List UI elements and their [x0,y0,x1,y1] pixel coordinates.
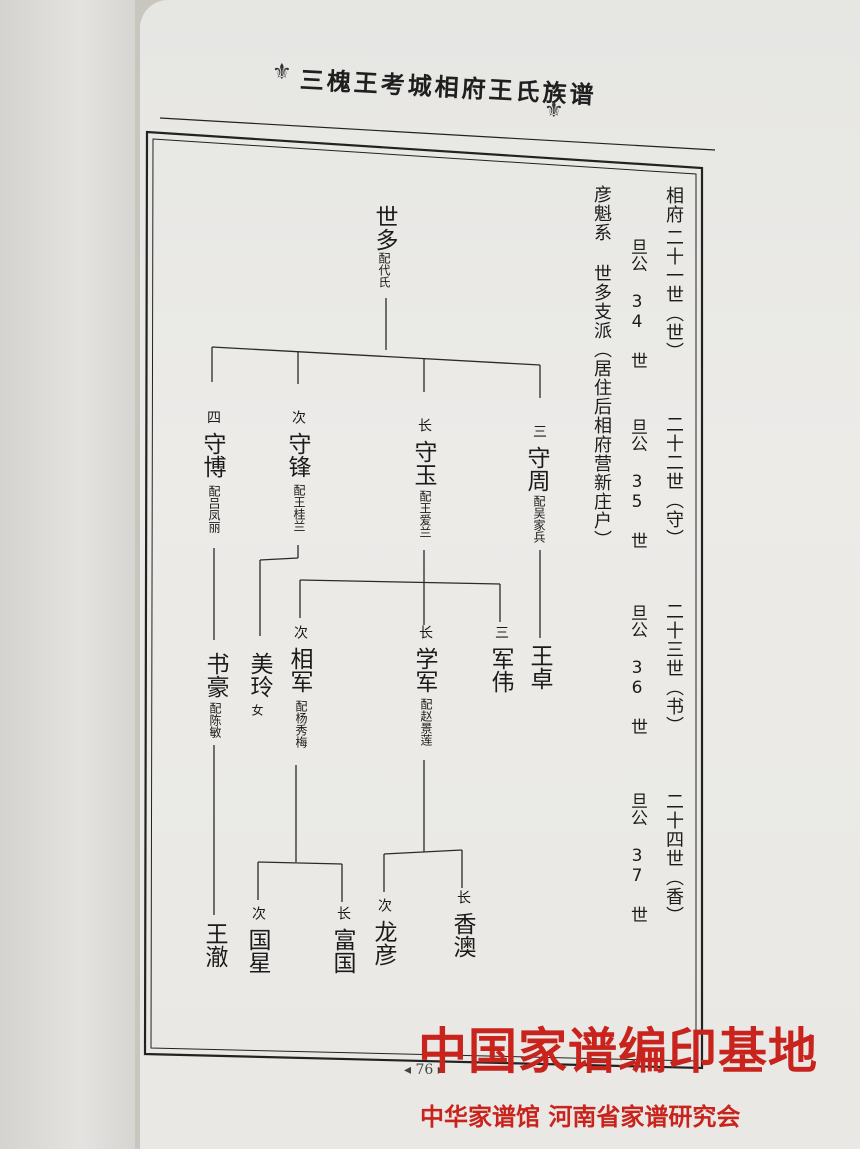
gen23-order-4: 次 [292,625,308,639]
watermark-line-1: 中国家谱编印基地 [418,1022,819,1080]
gen23-spouse-3: 配赵景莲 [419,698,433,746]
gen23-spouse-5: 女 [250,704,264,716]
gen22-order-4: 四 [205,410,221,424]
dan-generation-36: 旦公 36 世 [627,604,647,735]
generation-label-24: 二十四世（香） [663,792,684,925]
generation-label-22: 二十二世（守） [663,415,684,548]
person-root-name: 世多 [371,205,397,251]
gen22-name-4: 守博 [199,432,225,478]
watermark-line-2: 中华家谱馆 河南省家谱研究会 [420,1102,741,1131]
gen23-name-6: 书豪 [202,652,228,698]
left-page [0,0,135,1149]
gen23-spouse-4: 配杨秀梅 [294,700,308,748]
gen22-order-3: 次 [290,410,306,424]
gen24-name-3: 富国 [329,928,355,974]
gen22-order-1: 三 [531,424,547,438]
gen23-name-1: 王卓 [526,644,552,690]
gen22-spouse-4: 配吕凤丽 [207,485,221,533]
gen24-name-2: 龙彦 [370,920,396,966]
gen22-name-2: 守玉 [410,440,436,486]
gen24-order-2: 次 [376,898,392,912]
gen22-name-3: 守锋 [284,432,310,478]
lineage-branch: 彦魁系 世多支派（居住后相府营新庄户） [591,185,612,549]
gen24-name-5: 王澈 [201,922,227,968]
generation-label-21: 二十一世（世） [663,228,684,361]
generation-label-23: 二十三世（书） [663,602,684,735]
gen23-name-4: 相军 [286,647,312,693]
gen22-spouse-1: 配吴家兵 [532,495,546,543]
gen24-order-1: 长 [455,890,471,904]
ornament-right-icon: ⚜ [544,98,564,123]
gen24-name-4: 国星 [244,928,270,974]
gen24-order-4: 次 [250,906,266,920]
person-root-spouse: 配代氏 [377,252,391,288]
gen23-spouse-6: 配陈敏 [208,702,222,738]
page-number: ◂ 76 ▸ [404,1062,445,1078]
gen22-order-2: 长 [416,418,432,432]
gen24-name-1: 香澳 [449,912,475,958]
gen23-name-5: 美玲 [246,652,272,698]
gen22-name-1: 守周 [523,446,549,492]
gen23-name-3: 学军 [411,647,437,693]
gen23-name-2: 军伟 [487,647,513,693]
gen24-order-3: 长 [335,906,351,920]
dan-generation-35: 旦公 35 世 [627,418,647,549]
dan-generation-34: 旦公 34 世 [627,238,647,369]
lineage-place: 相府 [663,186,684,224]
dan-generation-37: 旦公 37 世 [627,792,647,923]
gen22-spouse-2: 配王爱兰 [418,490,432,538]
gen22-spouse-3: 配王桂兰 [292,484,306,532]
gen23-order-3: 长 [417,625,433,639]
gen23-order-2: 三 [493,625,509,639]
ornament-left-icon: ⚜ [272,60,292,85]
